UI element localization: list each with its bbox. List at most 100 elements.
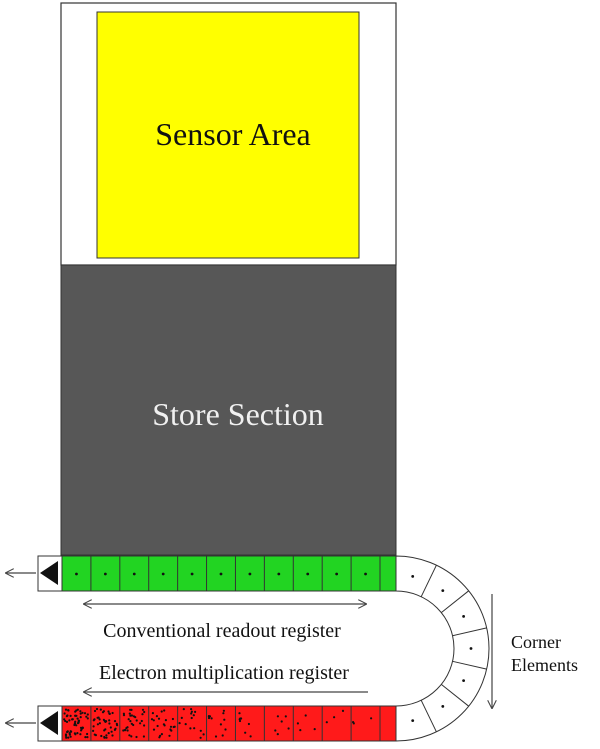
multiplied-charge-dot [276, 733, 279, 736]
conventional-register-bar [61, 555, 397, 592]
multiplied-charge-dot [67, 709, 70, 712]
multiplied-charge-dot [95, 707, 99, 711]
multiplied-charge-dot [284, 715, 287, 718]
multiplied-charge-dot [64, 708, 68, 711]
multiplied-charge-dot [247, 722, 250, 726]
multiplied-charge-dot [182, 708, 185, 711]
multiplied-charge-dot [115, 722, 118, 726]
multiplied-charge-dot [75, 709, 78, 712]
multiplied-charge-dot [173, 725, 176, 728]
multiplied-charge-dot [280, 720, 283, 723]
corner-charge-dot [411, 719, 415, 722]
multiplied-charge-dot [190, 708, 193, 711]
multiplied-charge-dot [98, 718, 101, 721]
multiplied-charge-dot [65, 736, 68, 739]
multiplied-charge-dot [194, 710, 197, 714]
multiplied-charge-dot [249, 735, 252, 738]
multiplied-charge-dot [141, 713, 144, 716]
multiplied-charge-dot [64, 719, 67, 723]
multiplied-charge-dot [63, 712, 66, 715]
conventional-register-label: Conventional readout register [103, 620, 341, 642]
corner-charge-dot [441, 589, 445, 592]
multiplied-charge-dot [199, 729, 202, 732]
multiplied-charge-dot [94, 734, 97, 737]
multiplied-charge-dot [92, 725, 95, 728]
multiplied-charge-dot [122, 714, 126, 717]
multiplied-charge-dot [92, 719, 95, 722]
multiplied-charge-dot [193, 727, 196, 730]
multiplied-charge-dot [199, 736, 202, 739]
multiplied-charge-dot [107, 732, 110, 735]
multiplied-charge-dot [80, 728, 83, 731]
multiplied-charge-dot [65, 720, 69, 724]
multiplied-charge-dot [108, 712, 111, 716]
multiplied-charge-dot [143, 724, 146, 727]
multiplied-charge-dot [192, 714, 195, 717]
corner-cell-divider [452, 660, 487, 670]
multiplied-charge-dot [126, 726, 129, 729]
em-output-node [40, 711, 58, 735]
multiplied-charge-dot [150, 718, 154, 721]
multiplied-charge-dot [126, 729, 129, 732]
multiplied-charge-dot [287, 727, 290, 730]
multiplied-charge-dot [219, 723, 222, 726]
multiplied-charge-dot [160, 710, 163, 713]
multiplied-charge-dot [64, 734, 68, 738]
corner-charge-dot [411, 575, 415, 578]
multiplied-charge-dot [276, 715, 279, 718]
multiplied-charge-dot [68, 719, 71, 722]
multiplied-charge-dot [299, 729, 302, 732]
corner-elements [395, 555, 490, 742]
multiplied-charge-dot [151, 712, 154, 715]
multiplied-charge-dot [86, 736, 89, 739]
multiplied-charge-dot [102, 718, 105, 722]
multiplied-charge-dot [109, 726, 112, 729]
multiplied-charge-dot [325, 721, 328, 724]
multiplied-charge-dot [171, 717, 174, 721]
multiplied-charge-dot [221, 734, 224, 737]
multiplied-charge-dot [207, 716, 211, 720]
multiplied-charge-dot [129, 714, 132, 717]
multiplied-charge-dot [152, 728, 156, 731]
multiplied-charge-dot [178, 722, 181, 725]
multiplied-charge-dot [86, 732, 89, 736]
multiplied-charge-dot [135, 735, 138, 739]
multiplied-charge-dot [79, 733, 82, 736]
multiplied-charge-dot [74, 720, 77, 723]
multiplied-charge-dot [103, 736, 106, 739]
multiplied-charge-dot [224, 728, 227, 731]
store-section [60, 264, 397, 556]
multiplied-charge-dot [140, 719, 143, 723]
multiplied-charge-dot [105, 734, 108, 737]
corner-cell-divider [420, 700, 437, 733]
multiplied-charge-dot [222, 712, 225, 715]
multiplied-charge-dot [104, 720, 107, 724]
multiplied-charge-dot [143, 710, 146, 714]
multiplied-charge-dot [170, 729, 173, 732]
multiplied-charge-dot [127, 718, 130, 721]
multiplied-charge-dot [71, 718, 74, 721]
charge-dot [306, 572, 310, 576]
multiplied-charge-dot [104, 728, 107, 731]
conventional-output-node [40, 561, 58, 585]
charge-dot [161, 572, 165, 576]
multiplied-charge-dot [124, 728, 127, 732]
charge-dot [248, 572, 252, 576]
corner-charge-dot [441, 705, 445, 708]
multiplied-charge-dot [223, 718, 226, 721]
multiplied-charge-dot [93, 709, 97, 713]
multiplied-charge-dot [69, 730, 72, 733]
multiplied-charge-dot [304, 714, 307, 717]
multiplied-charge-dot [238, 712, 241, 715]
multiplied-charge-dot [102, 710, 105, 713]
multiplied-charge-dot [76, 732, 79, 735]
multiplied-charge-dot [74, 733, 77, 736]
multiplied-charge-dot [130, 735, 133, 738]
multiplied-charge-dot [169, 725, 173, 728]
multiplied-charge-dot [130, 708, 133, 712]
multiplied-charge-dot [168, 734, 171, 737]
multiplied-charge-dot [67, 736, 70, 739]
multiplied-charge-dot [341, 709, 345, 713]
multiplied-charge-dot [73, 722, 76, 725]
multiplied-charge-dot [244, 731, 247, 734]
